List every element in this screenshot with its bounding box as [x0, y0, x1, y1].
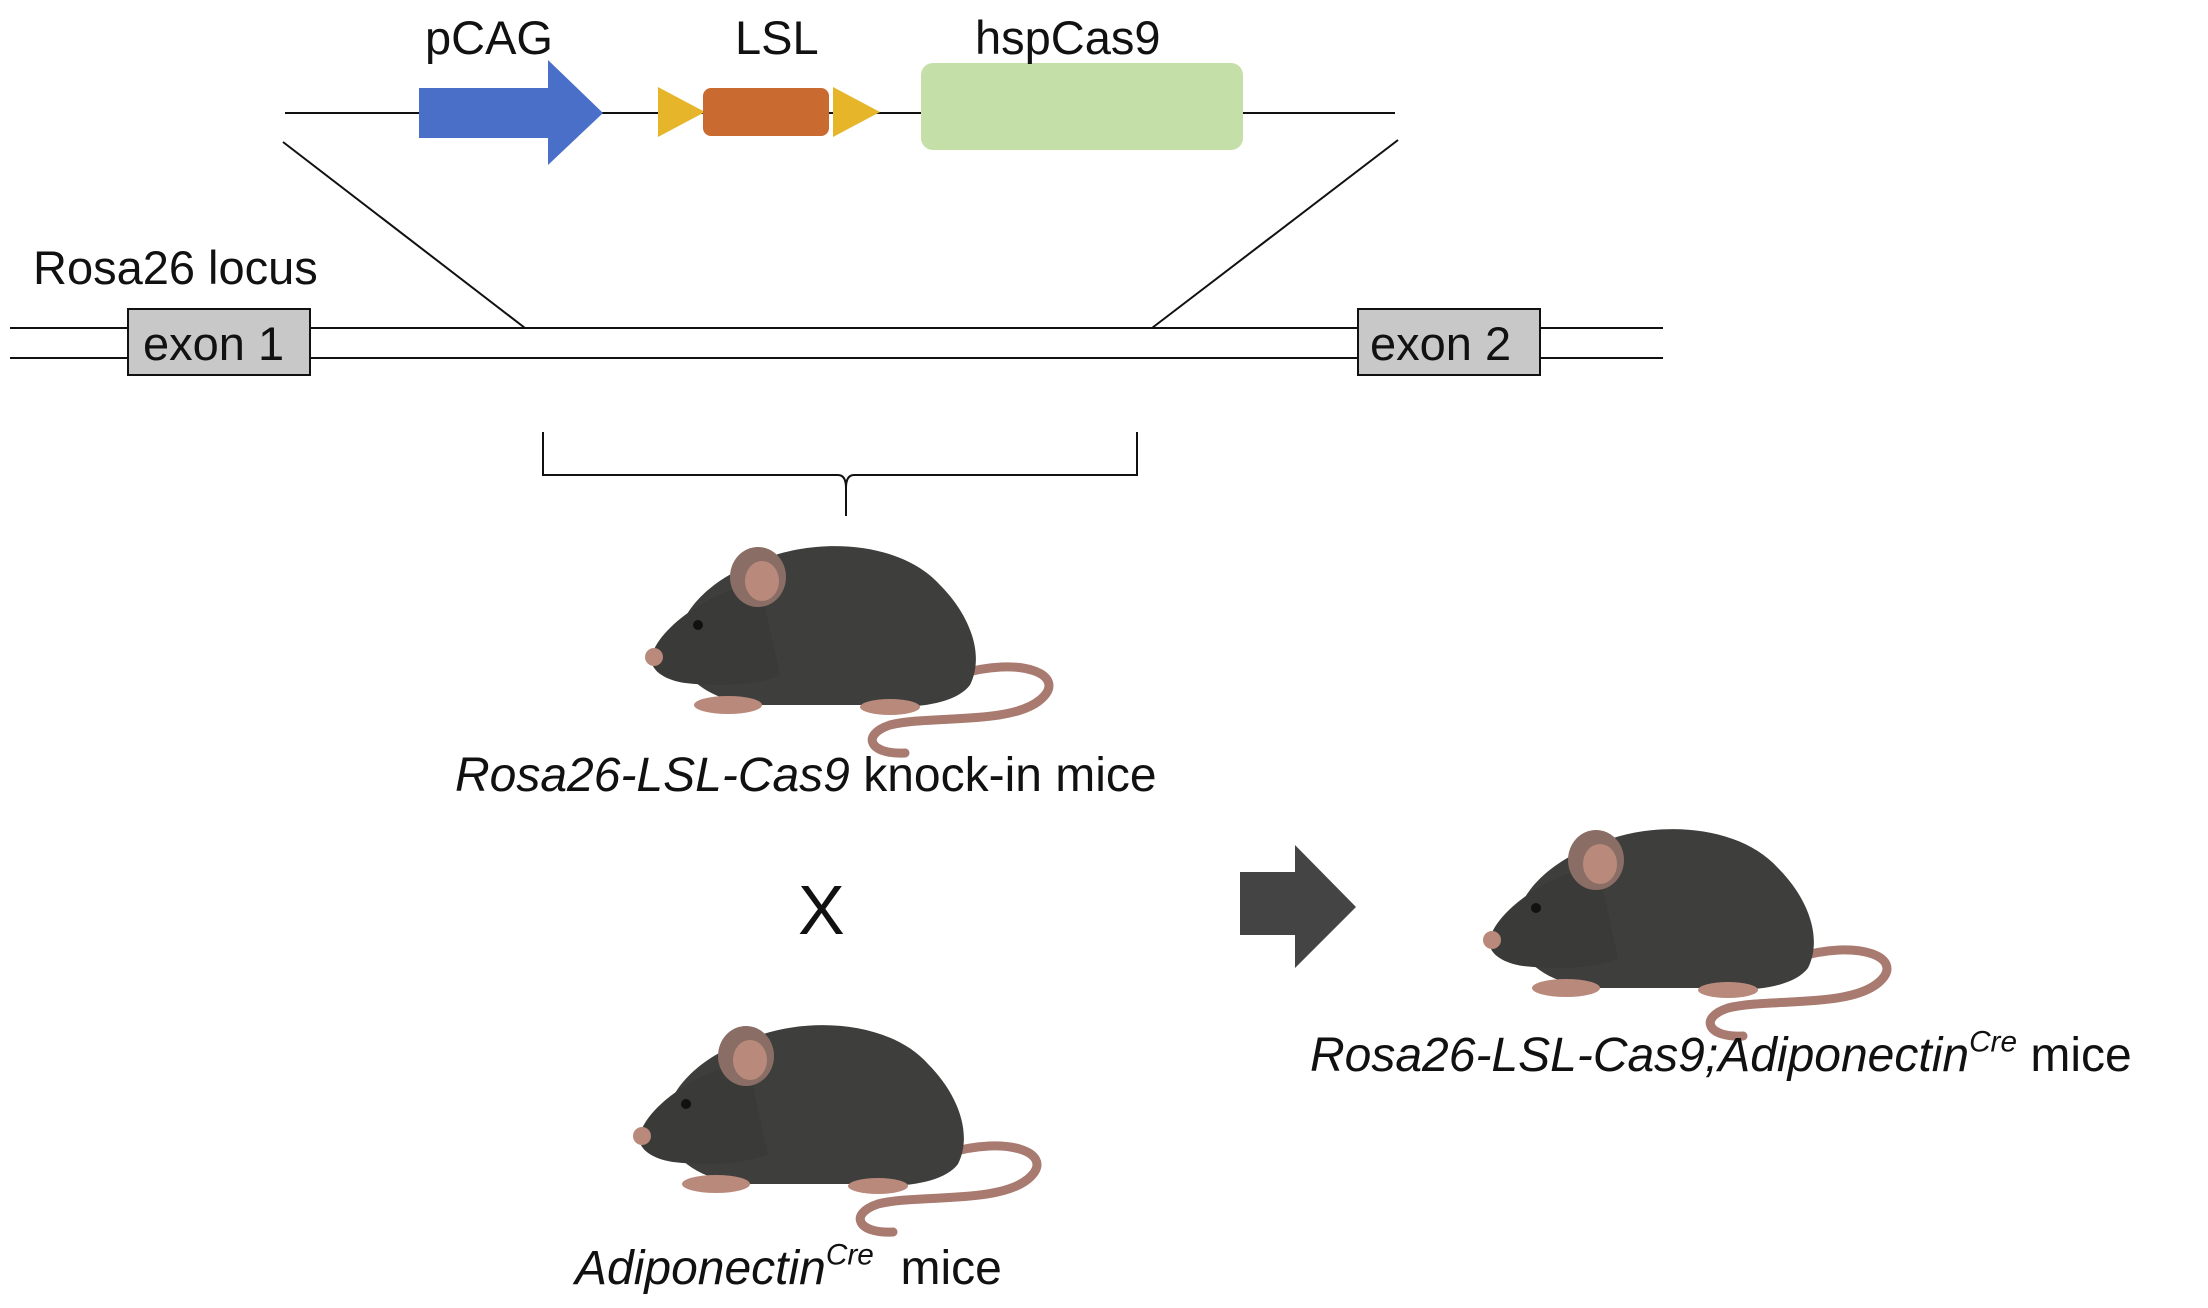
- adiponectin-cre-superscript: Cre: [825, 1238, 874, 1272]
- insertion-line-right: [1151, 139, 1399, 329]
- result-arrow-icon: [1240, 845, 1356, 968]
- adiponectin-suffix: mice: [873, 1242, 1002, 1295]
- loxp-left-triangle: [658, 87, 705, 137]
- knockin-genotype: Rosa26-LSL-Cas9: [455, 749, 850, 802]
- exon2-label: exon 2: [1370, 317, 1512, 370]
- exon1-label: exon 1: [143, 317, 285, 370]
- adiponectin-mice-caption: AdiponectinCre mice: [575, 1240, 1002, 1295]
- result-cre-superscript: Cre: [1969, 1025, 2017, 1059]
- knockin-mouse-icon: [645, 546, 1049, 753]
- cross-symbol: X: [798, 871, 845, 949]
- lsl-cassette-box: [703, 88, 829, 136]
- exon1-box: [127, 308, 311, 376]
- adiponectin-genotype: Adiponectin: [575, 1242, 826, 1295]
- result-mouse-icon: [1483, 829, 1887, 1036]
- hspcas9-label: hspCas9: [975, 11, 1161, 64]
- lsl-label: LSL: [735, 11, 819, 64]
- pcag-promoter-arrow: [419, 60, 603, 165]
- result-genotype: Rosa26-LSL-Cas9;Adiponectin: [1310, 1029, 1970, 1082]
- exon2-box: [1357, 308, 1541, 376]
- knockin-suffix: knock-in mice: [849, 749, 1157, 802]
- result-mice-caption: Rosa26-LSL-Cas9;AdiponectinCre mice: [1310, 1027, 2132, 1082]
- knockin-mice-caption: Rosa26-LSL-Cas9 knock-in mice: [455, 752, 1157, 800]
- pcag-label: pCAG: [425, 11, 553, 64]
- hspcas9-box: [921, 63, 1243, 150]
- locus-bracket: [542, 432, 1138, 516]
- insertion-line-left: [282, 141, 526, 329]
- result-suffix: mice: [2017, 1029, 2132, 1082]
- rosa26-locus-label: Rosa26 locus: [33, 241, 318, 294]
- loxp-right-triangle: [833, 87, 880, 137]
- adiponectin-mouse-icon: [633, 1025, 1037, 1232]
